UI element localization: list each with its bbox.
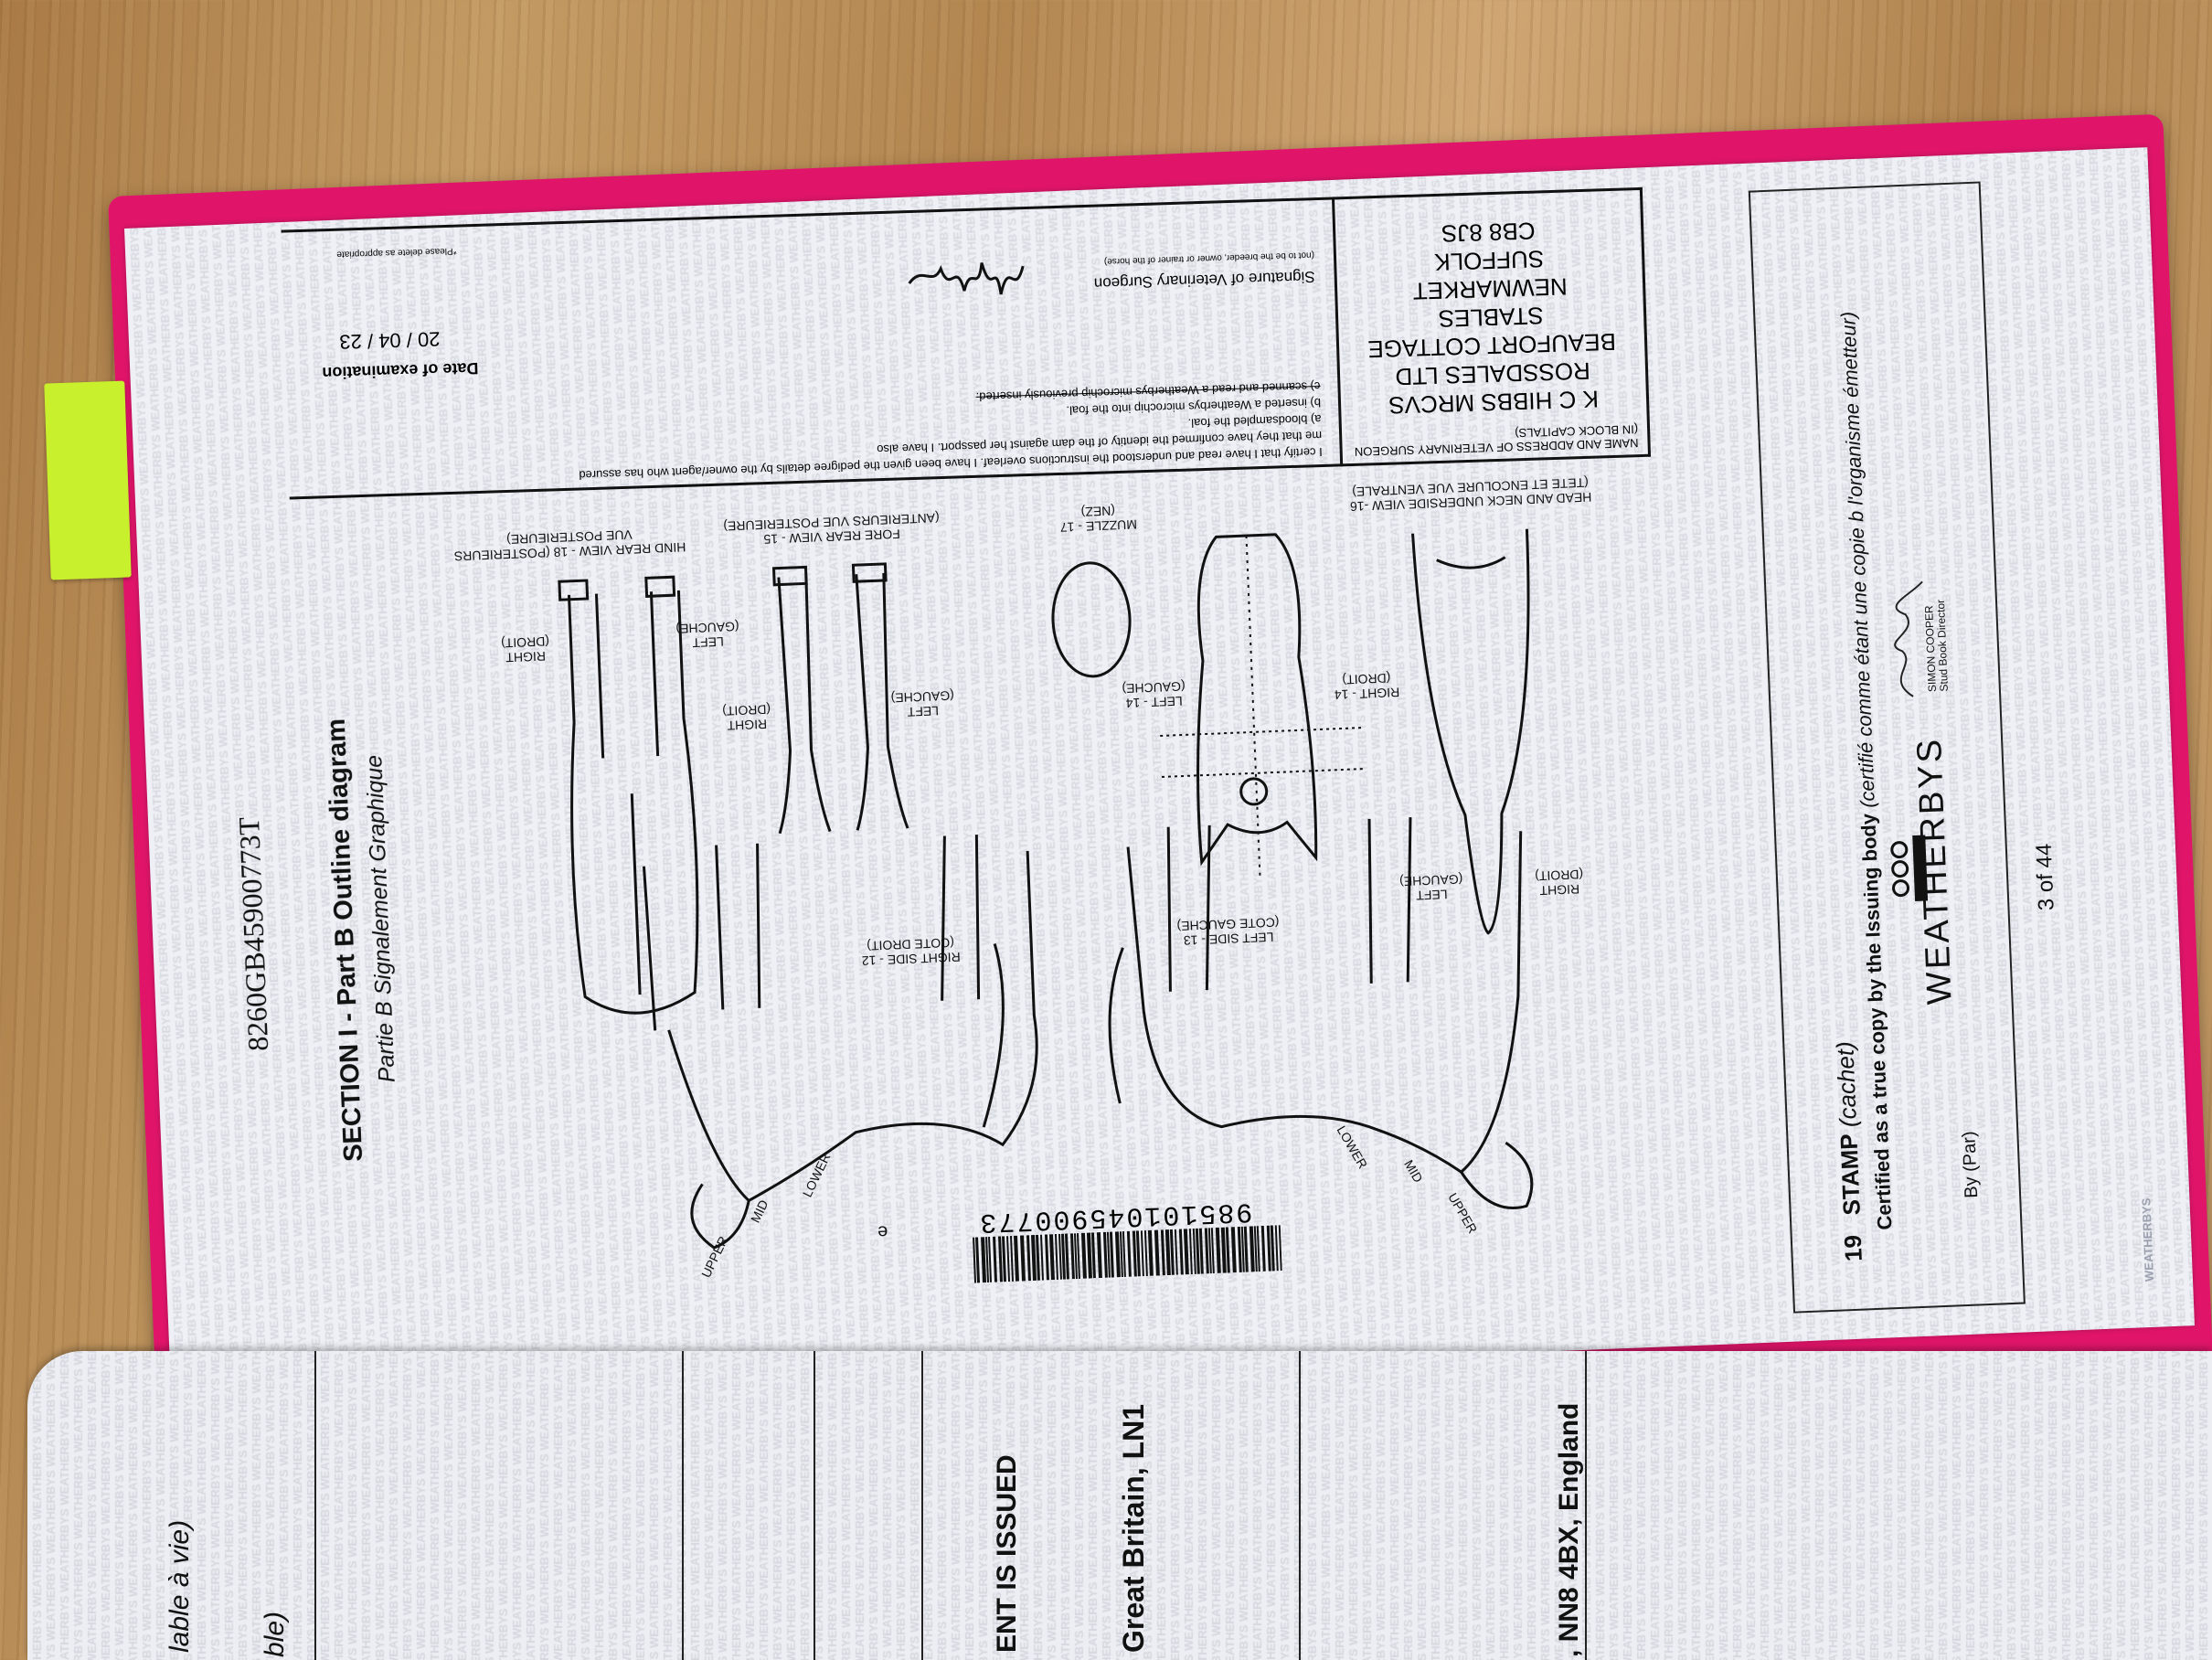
label-hind-left: LEFT(GAUCHE) (675, 619, 739, 651)
certification-statement: I certify that I have read and understoo… (282, 197, 1336, 500)
vet-signature (908, 262, 1025, 295)
barcode-bar (993, 1236, 998, 1282)
director-signature (1894, 580, 1923, 697)
label-muzzle: MUZZLE - 17(NEZ) (1059, 503, 1138, 536)
barcode-bar (1178, 1229, 1184, 1275)
label-hind-right: RIGHT(DROIT) (500, 633, 550, 665)
e-mark: e (877, 1221, 888, 1242)
label-head-right: RIGHT - 14(DROIT) (1334, 670, 1400, 703)
stamp-by-label: By (Par) (1959, 1131, 1983, 1199)
barcode: 985101045900773 (950, 1188, 1282, 1283)
fore-rear-view-drawing (771, 562, 909, 835)
barcode-bar (1230, 1227, 1237, 1273)
outline-diagram (558, 528, 1534, 1250)
barcode-bar (975, 1237, 981, 1283)
label-left-side: LEFT SIDE - 13(COTE GAUCHE) (1176, 914, 1280, 949)
barcode-bar (1126, 1230, 1132, 1277)
label-neck-right: RIGHT(DROIT) (1534, 867, 1584, 899)
neck-underside-drawing (1411, 528, 1530, 935)
label-fore-left: LEFT(GAUCHE) (890, 687, 955, 720)
muzzle-drawing (1051, 561, 1132, 678)
passport-page: WEATHERBYS 8260GB45900773T SECTION I - P… (124, 147, 2195, 1407)
facing-text: lable à vie) (165, 1519, 195, 1653)
barcode-bar (1026, 1235, 1031, 1282)
barcode-bar (1080, 1232, 1087, 1279)
facing-page: lable à vie) ble) ENT IS ISSUED Great Br… (27, 1351, 2212, 1660)
barcode-bar (1225, 1227, 1230, 1273)
weatherbys-crest-icon (1890, 835, 1929, 901)
barcode-bar (1260, 1225, 1266, 1272)
bookmark-ribbon[interactable] (44, 380, 132, 580)
barcode-bar (1215, 1227, 1221, 1273)
barcode-bar (1096, 1232, 1102, 1279)
barcode-bar (1169, 1229, 1175, 1275)
barcode-bar (1048, 1234, 1055, 1281)
barcode-bar (1174, 1229, 1178, 1275)
right-side-horse-drawing (642, 835, 1038, 1250)
barcode-bar (1044, 1234, 1049, 1281)
barcode-bar (1147, 1229, 1154, 1276)
barcode-bar (1014, 1235, 1020, 1282)
hind-rear-view-drawing (558, 575, 699, 1015)
label-head-left: LEFT - 14(GAUCHE) (1122, 678, 1186, 711)
barcode-bar (1243, 1226, 1249, 1272)
barcode-bar (1160, 1229, 1165, 1276)
barcode-bar (1039, 1234, 1044, 1281)
watermark-pattern (27, 1351, 2212, 1660)
barcode-bar (1064, 1233, 1069, 1280)
vet-certification-box: NAME AND ADDRESS OF VETERINARY SURGEON (… (281, 186, 1652, 500)
label-right-side: RIGHT SIDE - 12(COTE DROIT) (861, 935, 961, 969)
facing-text: Great Britain, LN1 (1117, 1403, 1150, 1653)
label-neck-left: LEFT(GAUCHE) (1398, 871, 1463, 903)
barcode-bar (1154, 1229, 1160, 1276)
head-top-view-drawing (1160, 533, 1363, 878)
page-number: 3 of 44 (2031, 843, 2059, 911)
barcode-bar (1135, 1230, 1141, 1277)
facing-text: ble) (260, 1611, 290, 1657)
barcode-bar (1183, 1229, 1189, 1275)
facing-text: ENT IS ISSUED (992, 1454, 1022, 1653)
label-fore-right: RIGHT(DROIT) (721, 702, 771, 733)
barcode-bar (1019, 1235, 1026, 1282)
facing-text: , NN8 4BX, England (1554, 1402, 1584, 1657)
left-side-horse-drawing (1108, 817, 1534, 1210)
